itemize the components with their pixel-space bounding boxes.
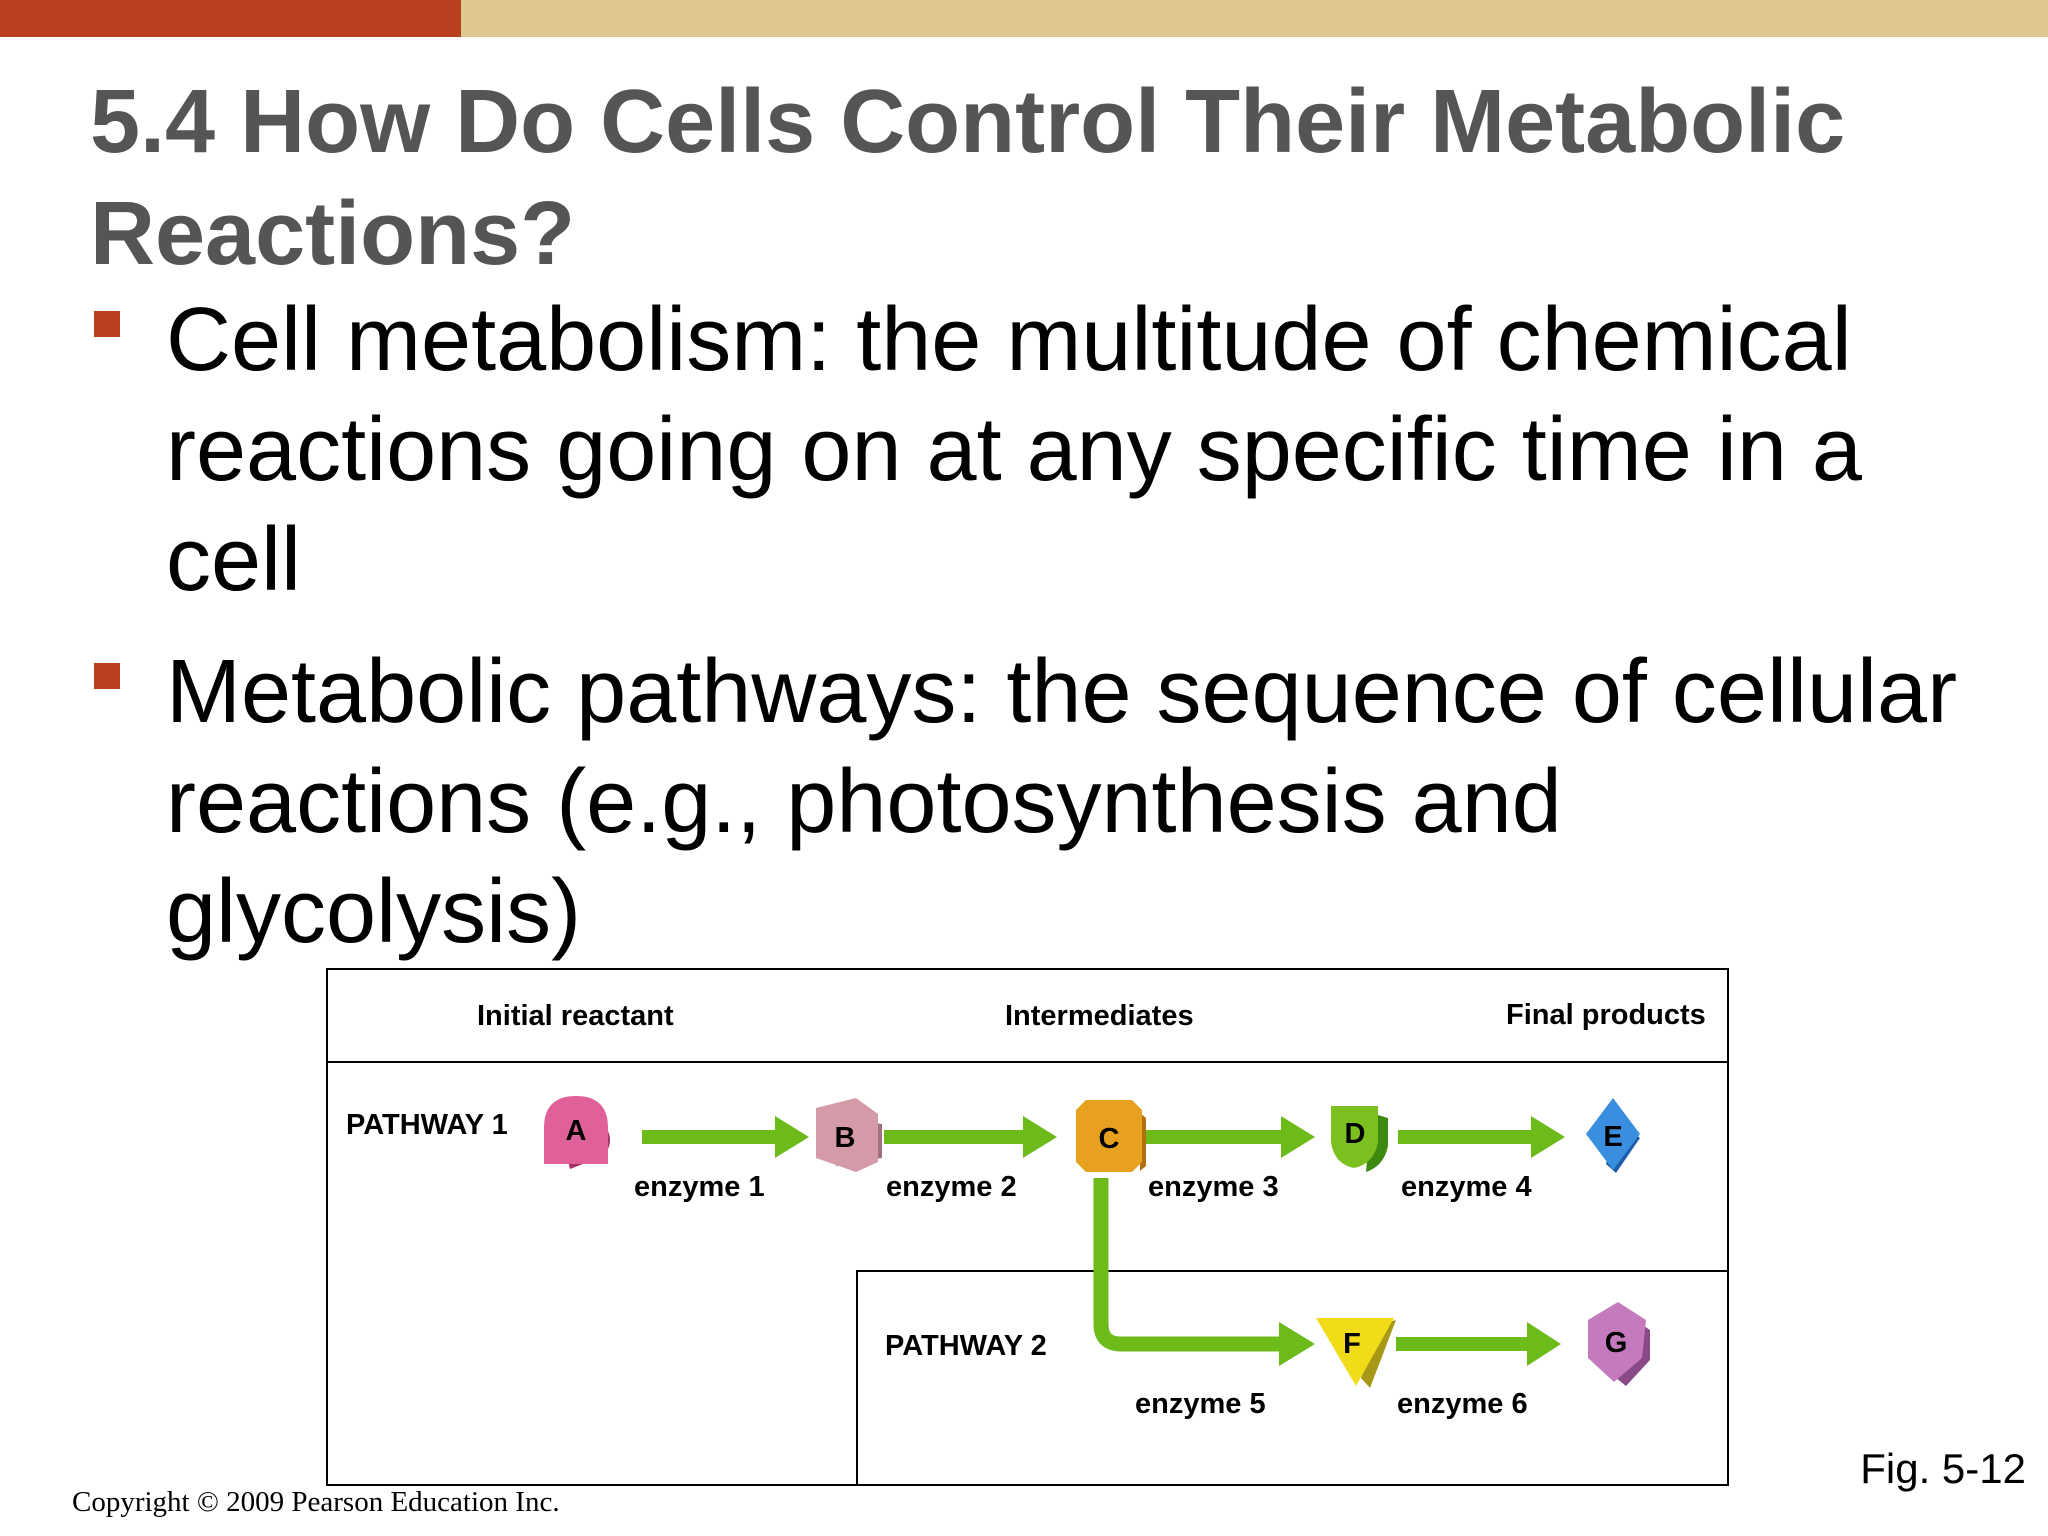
- molecule-a-letter: A: [566, 1115, 587, 1147]
- molecule-f: F: [1316, 1318, 1396, 1388]
- header-intermediates: Intermediates: [1005, 1000, 1194, 1032]
- header-initial-reactant: Initial reactant: [477, 1000, 674, 1032]
- bullet-item: Metabolic pathways: the sequence of cell…: [90, 637, 1990, 967]
- copyright-notice: Copyright © 2009 Pearson Education Inc.: [72, 1486, 560, 1518]
- arrow-enzyme-4: [1398, 1116, 1565, 1158]
- arrow-enzyme-5: [1093, 1178, 1315, 1366]
- enzyme-label-6: enzyme 6: [1397, 1388, 1528, 1420]
- molecule-f-letter: F: [1343, 1328, 1361, 1360]
- molecule-c-octagon: [1076, 1100, 1142, 1172]
- molecule-g-pentagon: [1588, 1302, 1646, 1382]
- pathway2-frame: [856, 1270, 1728, 1485]
- enzyme-label-2: enzyme 2: [886, 1171, 1017, 1203]
- bullet-list: Cell metabolism: the multitude of chemic…: [90, 285, 1990, 967]
- molecule-d-shield: [1331, 1106, 1378, 1168]
- arrow-enzyme-3: [1146, 1116, 1315, 1158]
- enzyme-label-1: enzyme 1: [634, 1171, 765, 1203]
- molecule-g-letter: G: [1605, 1327, 1628, 1359]
- pathway2-label: PATHWAY 2: [885, 1330, 1047, 1362]
- molecule-a-pentagon-round: [544, 1096, 608, 1164]
- molecule-g: G: [1588, 1302, 1650, 1386]
- molecule-f-triangle: [1316, 1318, 1394, 1386]
- pathway1-label: PATHWAY 1: [346, 1109, 508, 1141]
- molecule-b-letter: B: [835, 1122, 856, 1154]
- molecule-a: A: [544, 1096, 610, 1169]
- molecule-f-shadow: [1361, 1320, 1396, 1388]
- molecule-c: C: [1076, 1100, 1146, 1172]
- molecule-c-letter: C: [1099, 1123, 1120, 1155]
- header-final-products: Final products: [1506, 999, 1706, 1031]
- molecule-b-hexagon: [816, 1098, 878, 1172]
- molecule-e: E: [1586, 1098, 1640, 1173]
- slide-title: 5.4 How Do Cells Control Their Metabolic…: [90, 72, 1846, 284]
- molecule-e-letter: E: [1603, 1121, 1622, 1153]
- bullet-item: Cell metabolism: the multitude of chemic…: [90, 285, 1990, 615]
- square-bullet-icon: [94, 311, 120, 337]
- header-bar: [461, 0, 2048, 37]
- molecule-d: D: [1331, 1106, 1388, 1172]
- molecule-b: B: [816, 1098, 882, 1172]
- square-bullet-icon: [94, 663, 120, 689]
- enzyme-label-4: enzyme 4: [1401, 1171, 1532, 1203]
- metabolic-pathway-diagram: Initial reactant Intermediates Final pro…: [326, 968, 1729, 1486]
- arrow-enzyme-2: [884, 1116, 1057, 1158]
- arrow-enzyme-1: [642, 1116, 809, 1158]
- enzyme-label-5: enzyme 5: [1135, 1388, 1266, 1420]
- bullet-text: Cell metabolism: the multitude of chemic…: [166, 290, 1862, 610]
- figure-reference: Fig. 5-12: [1860, 1445, 2026, 1492]
- header-accent-bar: [0, 0, 461, 37]
- arrow-enzyme-6: [1396, 1322, 1561, 1366]
- diagram-frame: [326, 968, 1729, 1486]
- bullet-text: Metabolic pathways: the sequence of cell…: [166, 642, 1958, 962]
- molecule-d-letter: D: [1345, 1118, 1366, 1150]
- molecule-e-diamond: [1586, 1098, 1640, 1170]
- enzyme-label-3: enzyme 3: [1148, 1171, 1279, 1203]
